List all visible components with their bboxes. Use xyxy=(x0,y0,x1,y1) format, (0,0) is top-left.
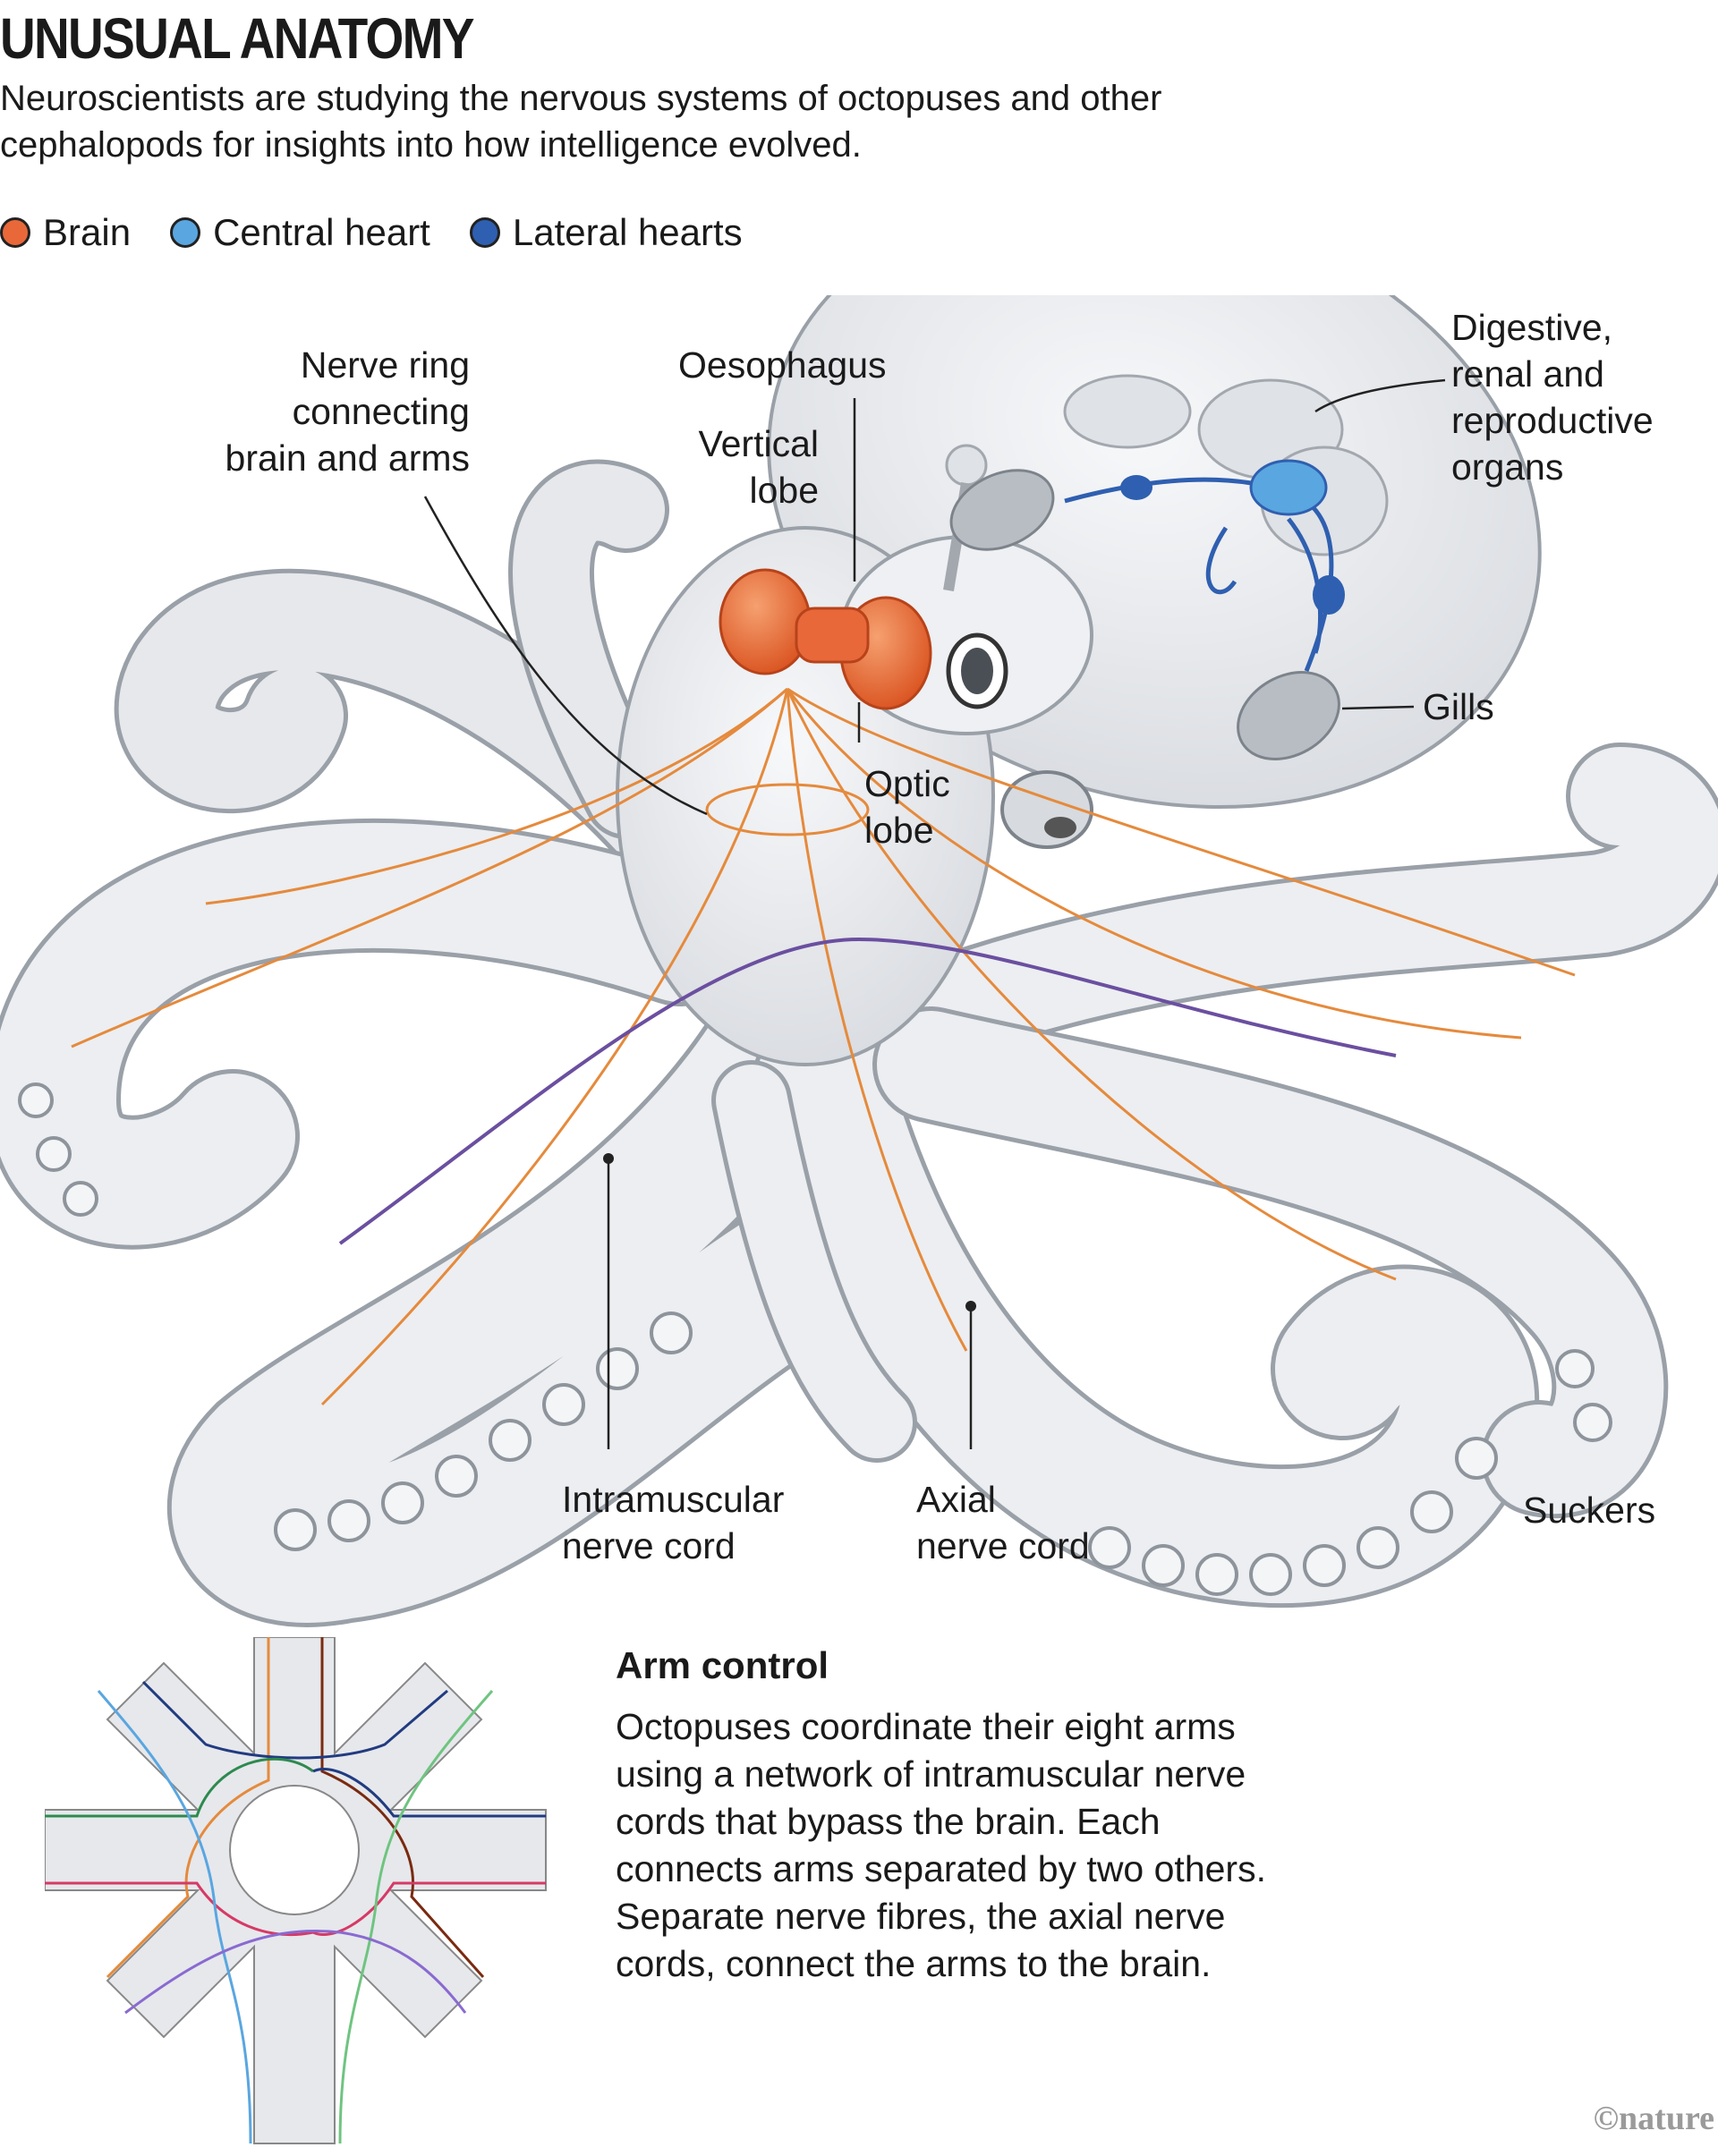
legend-label-brain: Brain xyxy=(43,211,132,253)
gills xyxy=(949,469,1340,760)
intramuscular-nerve-cords xyxy=(45,1637,546,2144)
nerves xyxy=(71,687,1576,1406)
arm-control-diagram xyxy=(45,1637,547,2144)
legend-item-central-heart: Central heart xyxy=(170,211,430,254)
legend-label-central-heart: Central heart xyxy=(213,211,430,253)
leader-lines xyxy=(423,378,1446,1449)
label-axial-nerve-cord: Axial nerve cord xyxy=(916,1479,1090,1566)
arm-control-heading: Arm control xyxy=(616,1644,829,1686)
arm-control-body: Octopuses coordinate their eight arms us… xyxy=(616,1706,1266,1984)
legend-item-brain: Brain xyxy=(0,211,131,254)
figure-title: UNUSUAL ANATOMY xyxy=(0,6,474,71)
figure-subtitle: Neuroscientists are studying the nervous… xyxy=(0,79,1162,165)
label-nerve-ring: Nerve ring connecting brain and arms xyxy=(225,344,470,479)
octopus-eye xyxy=(946,632,1008,709)
leader-dots xyxy=(603,1153,976,1311)
label-vertical-lobe: Vertical lobe xyxy=(698,423,819,511)
legend-dot-lateral-hearts-icon xyxy=(469,217,500,248)
label-suckers: Suckers xyxy=(1523,1490,1656,1531)
legend: Brain Central heart Lateral hearts xyxy=(0,206,782,259)
label-optic-lobe: Optic lobe xyxy=(864,763,950,851)
nature-credit: ©nature xyxy=(1593,2100,1714,2137)
octopus-illustration xyxy=(0,295,1718,1627)
circulatory-system xyxy=(1064,459,1345,672)
legend-dot-brain-icon xyxy=(0,217,30,248)
suckers xyxy=(18,1082,1612,1596)
legend-item-lateral-hearts: Lateral hearts xyxy=(469,211,743,254)
lateral-heart-icon xyxy=(1313,575,1345,615)
lateral-heart-icon xyxy=(1120,475,1152,500)
label-oesophagus: Oesophagus xyxy=(678,344,887,386)
brain-ring xyxy=(229,1785,360,1915)
legend-label-lateral-hearts: Lateral hearts xyxy=(512,211,743,253)
legend-dot-central-heart-icon xyxy=(170,217,201,248)
central-heart-icon xyxy=(1249,459,1328,516)
label-intramuscular-nerve-cord: Intramuscular nerve cord xyxy=(562,1479,785,1566)
label-gills: Gills xyxy=(1423,686,1494,727)
label-digestive-organs: Digestive, renal and reproductive organs xyxy=(1451,307,1654,488)
brain xyxy=(719,568,932,710)
